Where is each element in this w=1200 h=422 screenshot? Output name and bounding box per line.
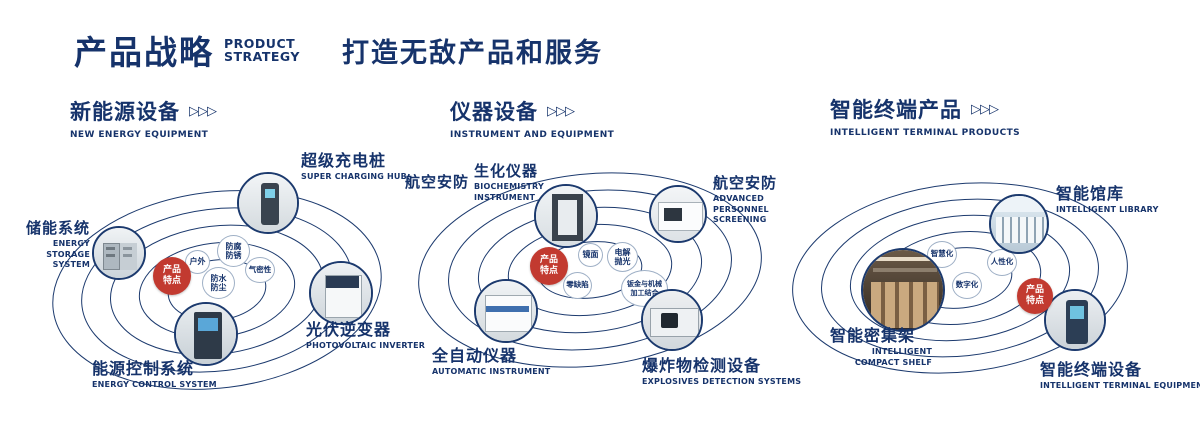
feature-bubble-airtight: 气密性 <box>245 257 275 283</box>
kiosk-image <box>1046 291 1104 349</box>
terminal-equipment-label: 智能终端设备 INTELLIGENT TERMINAL EQUIPMENT <box>1040 360 1200 391</box>
photovoltaic-inverter-label: 光伏逆变器 PHOTOVOLTAIC INVERTER <box>306 320 426 351</box>
analyzer-image <box>476 281 536 341</box>
personnel-screening-photo <box>649 185 707 243</box>
biochemistry-instrument-label: 生化仪器 BIOCHEMISTRY INSTRUMENT <box>474 162 544 202</box>
feature-bubble-anti-corrosion: 防腐防锈 <box>217 235 250 267</box>
explosives-detection-photo <box>641 289 703 351</box>
feature-bubble-waterproof: 防水防尘 <box>202 267 235 299</box>
photovoltaic-inverter-photo <box>309 261 373 325</box>
inverter-image <box>311 263 371 323</box>
section-new-energy-header: 新能源设备 ▷▷▷ NEW ENERGY EQUIPMENT <box>70 96 217 140</box>
section-subtitle: INTELLIGENT TERMINAL PRODUCTS <box>830 128 1020 138</box>
energy-control-label: 能源控制系统 ENERGY CONTROL SYSTEM <box>92 359 217 390</box>
feature-bubble-digital: 数字化 <box>952 272 982 299</box>
section-subtitle: NEW ENERGY EQUIPMENT <box>70 130 209 140</box>
triple-arrow-icon: ▷▷▷ <box>547 103 575 119</box>
section-terminals-header: 智能终端产品 ▷▷▷ INTELLIGENT TERMINAL PRODUCTS <box>830 94 1020 138</box>
screening-machine-image <box>651 187 705 241</box>
xray-machine-image <box>643 291 701 349</box>
super-charging-hub-photo <box>237 172 299 234</box>
feature-bubble-zero-defect: 零缺陷 <box>563 272 592 299</box>
product-features-badge: 产品特点 <box>530 247 568 285</box>
section-title: 新能源设备 <box>70 100 180 124</box>
section-title: 智能终端产品 <box>830 98 962 122</box>
compact-shelf-label: 智能密集架 INTELLIGENT COMPACT SHELF <box>830 326 932 367</box>
automatic-instrument-photo <box>474 279 538 343</box>
page-subtitle-line2: STRATEGY <box>224 49 300 64</box>
page-subtitle: PRODUCT STRATEGY <box>224 37 300 63</box>
compact-shelving-image <box>863 250 943 330</box>
section-instruments-header: 仪器设备 ▷▷▷ INSTRUMENT AND EQUIPMENT <box>450 96 614 140</box>
explosives-detection-label: 爆炸物检测设备 EXPLOSIVES DETECTION SYSTEMS <box>642 356 802 387</box>
terminal-equipment-photo <box>1044 289 1106 351</box>
triple-arrow-icon: ▷▷▷ <box>971 101 999 117</box>
section-subtitle: INSTRUMENT AND EQUIPMENT <box>450 130 615 140</box>
personnel-screening-label: 航空安防 ADVANCED PERSONNEL SCREENING <box>713 174 778 225</box>
feature-bubble-outdoor: 户外 <box>185 250 210 274</box>
page-title: 产品战略 <box>74 33 214 72</box>
aviation-security-label: 航空安防 <box>405 173 470 191</box>
control-cabinet-image <box>176 304 236 364</box>
compact-shelf-photo <box>861 248 945 332</box>
intelligent-library-photo <box>989 194 1049 254</box>
energy-storage-image <box>94 228 144 278</box>
page-subtitle-line1: PRODUCT <box>224 35 296 51</box>
library-interior-image <box>991 196 1047 252</box>
section-title: 仪器设备 <box>450 100 538 124</box>
super-charging-hub-label: 超级充电桩 SUPER CHARGING HUB <box>301 151 407 182</box>
charging-pile-image <box>239 174 297 232</box>
tagline: 打造无敌产品和服务 <box>341 37 603 69</box>
energy-storage-photo <box>92 226 146 280</box>
instrument-cabinet-image <box>536 186 596 246</box>
biochemistry-instrument-photo <box>534 184 598 248</box>
automatic-instrument-label: 全自动仪器 AUTOMATIC INSTRUMENT <box>432 346 551 377</box>
product-features-badge: 产品特点 <box>153 257 191 295</box>
intelligent-library-label: 智能馆库 INTELLIGENT LIBRARY <box>1056 184 1159 215</box>
product-features-badge: 产品特点 <box>1017 278 1053 314</box>
energy-control-photo <box>174 302 238 366</box>
energy-storage-label: 储能系统 ENERGY STORAGE SYSTEM <box>25 219 90 270</box>
feature-bubble-electropolishing: 电解抛光 <box>607 242 638 272</box>
feature-bubble-mirror: 镜面 <box>578 243 603 267</box>
triple-arrow-icon: ▷▷▷ <box>189 103 217 119</box>
banner-header: 产品战略 PRODUCT STRATEGY 打造无敌产品和服务 <box>74 26 603 74</box>
